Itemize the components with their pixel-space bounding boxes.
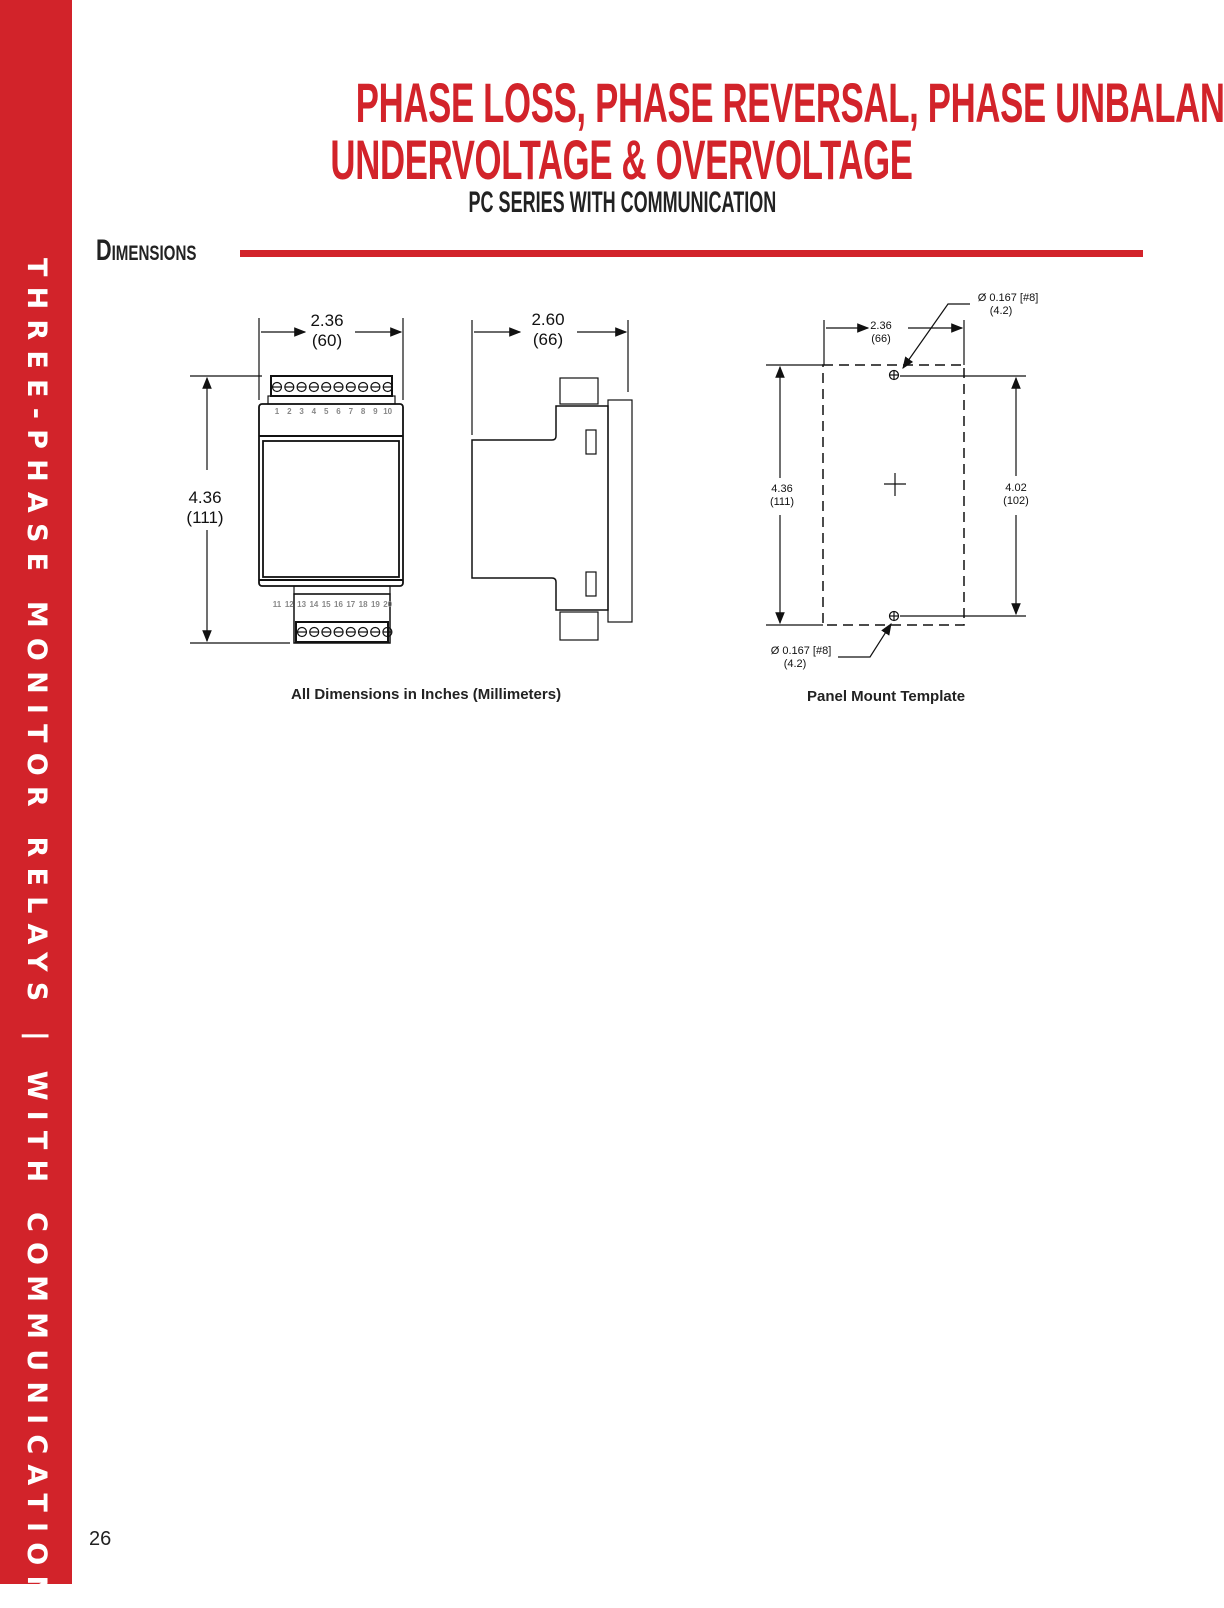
hole-spacing-mm-label: (102) [1003,495,1029,507]
template-height-mm-label: (111) [770,496,794,508]
page-subtitle: PC SERIES WITH COMMUNICATION [468,186,776,219]
template-width-label: 2.36 [870,320,891,332]
front-width-label: 2.36 [310,311,343,330]
terminal-label: 12 [285,600,294,609]
terminal-label: 5 [324,407,329,416]
template-height-label: 4.36 [771,483,792,495]
terminal-label: 9 [373,407,378,416]
side-view [471,320,633,641]
front-width-mm-label: (60) [312,331,342,350]
terminal-label: 17 [346,600,355,609]
terminal-label: 14 [309,600,318,609]
panel-template [766,303,1026,658]
sidebar-band [0,0,72,1584]
terminal-label: 1 [275,407,280,416]
terminal-label: 18 [359,600,368,609]
hole-top-mm-label: (4.2) [990,305,1013,317]
terminal-label: 6 [336,407,341,416]
page-title-line2: UNDERVOLTAGE & OVERVOLTAGE [330,128,914,191]
terminal-label: 15 [322,600,331,609]
panel-template-caption: Panel Mount Template [807,688,966,705]
front-view [190,318,404,644]
template-width-mm-label: (66) [871,333,891,345]
height-label: 4.36 [188,488,221,507]
terminal-label: 3 [299,407,304,416]
section-heading: Dimensions [96,234,197,267]
side-depth-label: 2.60 [531,310,564,329]
terminal-label: 16 [334,600,343,609]
terminal-label: 20 [383,600,392,609]
terminal-label: 2 [287,407,292,416]
dimensions-caption: All Dimensions in Inches (Millimeters) [291,686,562,703]
height-mm-label: (111) [186,508,223,527]
terminal-label: 11 [273,600,282,609]
terminal-label: 13 [297,600,306,609]
side-depth-mm-label: (66) [533,330,563,349]
terminal-label: 8 [361,407,366,416]
section-divider [240,250,1143,257]
hole-top-label: Ø 0.167 [#8] [978,292,1039,304]
terminal-label: 19 [371,600,380,609]
page-number: 26 [89,1528,112,1550]
hole-bottom-mm-label: (4.2) [784,658,807,670]
hole-spacing-label: 4.02 [1005,482,1026,494]
terminal-label: 4 [312,407,317,416]
hole-bottom-label: Ø 0.167 [#8] [771,645,832,657]
terminal-label: 10 [383,407,392,416]
terminal-label: 7 [349,407,354,416]
page-title-line1: PHASE LOSS, PHASE REVERSAL, PHASE UNBALA… [355,71,1224,134]
